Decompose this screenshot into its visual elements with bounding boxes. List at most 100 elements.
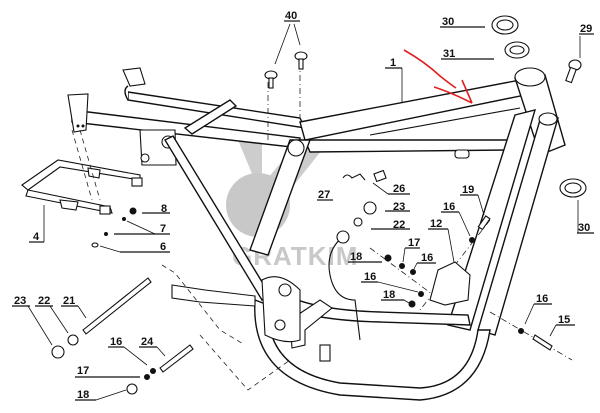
svg-text:18: 18 <box>383 289 395 301</box>
bracket-12 <box>429 261 471 306</box>
callout-40: 40 <box>274 10 301 65</box>
nut-18c <box>126 383 138 395</box>
svg-text:12: 12 <box>430 218 442 230</box>
callout-6: 6 <box>99 241 170 253</box>
lower-tab <box>319 344 331 362</box>
svg-text:40: 40 <box>285 10 297 22</box>
callout-26: 26 <box>372 182 410 195</box>
callout-27: 27 <box>317 189 333 201</box>
callout-1: 1 <box>385 57 403 103</box>
svg-text:26: 26 <box>393 183 405 195</box>
svg-text:16: 16 <box>443 201 455 213</box>
svg-text:1: 1 <box>390 57 396 69</box>
red-annotation-arrow <box>403 49 473 104</box>
red-arrow-shaft <box>403 49 457 89</box>
bolt-19 <box>477 215 491 231</box>
svg-text:16: 16 <box>536 293 548 305</box>
callout-18-a: 18 <box>348 251 382 263</box>
bolt-15 <box>532 334 553 351</box>
callout-23-upper: 23 <box>385 201 410 213</box>
callout-17-b: 17 <box>75 365 140 378</box>
callout-16-b: 16 <box>413 252 436 270</box>
svg-text:4: 4 <box>33 231 40 243</box>
seat-bracket-front <box>67 93 89 133</box>
callout-16-d: 16 <box>108 336 148 366</box>
svg-text:16: 16 <box>421 252 433 264</box>
callout-16-c: 16 <box>361 271 419 293</box>
svg-text:30: 30 <box>442 16 454 28</box>
callout-7: 7 <box>114 220 170 235</box>
steering-head-top <box>514 67 546 87</box>
seat-bracket-rear <box>122 67 146 87</box>
svg-text:30: 30 <box>578 222 590 234</box>
block-26 <box>373 169 387 183</box>
nut-23 <box>363 201 377 215</box>
lower-top-tube <box>303 139 511 153</box>
bracket-lower-bar <box>25 189 113 214</box>
svg-text:19: 19 <box>462 184 474 196</box>
brake-rod <box>328 234 361 341</box>
frame-main <box>67 67 566 401</box>
svg-text:16: 16 <box>110 336 122 348</box>
bracket-upper-bar <box>21 159 141 191</box>
rail-end-cap <box>124 85 129 101</box>
svg-text:17: 17 <box>77 365 89 377</box>
callout-16-e: 16 <box>524 293 552 325</box>
small-parts <box>51 15 587 395</box>
assembly-dashdot-3 <box>489 311 573 361</box>
callout-22-upper: 22 <box>371 219 410 231</box>
svg-text:18: 18 <box>350 251 362 263</box>
center-tube <box>249 139 312 256</box>
svg-text:21: 21 <box>63 295 75 307</box>
svg-text:23: 23 <box>393 201 405 213</box>
callout-12: 12 <box>428 218 455 263</box>
red-arrow-head <box>433 79 473 104</box>
callout-15: 15 <box>549 314 575 337</box>
svg-text:22: 22 <box>38 295 50 307</box>
callout-19: 19 <box>460 184 485 216</box>
svg-text:22: 22 <box>393 219 405 231</box>
svg-text:31: 31 <box>443 48 455 60</box>
callout-18-b: 18 <box>381 289 410 304</box>
callout-16-a: 16 <box>441 201 471 237</box>
clip-27 <box>342 173 366 181</box>
svg-text:27: 27 <box>318 189 330 201</box>
stud-21 <box>82 277 152 335</box>
svg-text:8: 8 <box>161 203 167 215</box>
callout-31: 31 <box>441 48 494 60</box>
top-tube <box>299 79 526 141</box>
svg-text:18: 18 <box>77 389 89 401</box>
assembly-dashdot-1 <box>369 247 441 301</box>
lower-cradle <box>254 299 491 401</box>
footrest-bracket-4 <box>21 129 143 215</box>
callouts: 40 30 31 29 1 30 27 26 23 22 19 16 12 17… <box>12 10 594 401</box>
tube-tab <box>454 149 470 159</box>
callout-8: 8 <box>142 203 170 215</box>
callout-29: 29 <box>579 23 594 58</box>
callout-22-lower: 22 <box>35 295 69 334</box>
nut-23b <box>51 345 65 359</box>
callout-17-a: 17 <box>402 237 420 263</box>
callout-24: 24 <box>139 336 166 357</box>
svg-text:15: 15 <box>558 314 570 326</box>
callout-21: 21 <box>61 295 87 319</box>
assembly-dash-1 <box>161 264 246 346</box>
callout-18-c: 18 <box>75 389 127 401</box>
assembly-dash-2 <box>199 334 291 391</box>
center-junction <box>287 139 305 157</box>
svg-text:7: 7 <box>160 223 166 235</box>
washer-22b <box>67 334 79 346</box>
svg-text:23: 23 <box>14 295 26 307</box>
callout-4: 4 <box>29 205 45 243</box>
callout-30-lower: 30 <box>577 200 594 234</box>
bolt-24 <box>159 344 194 373</box>
cross-brace <box>183 99 238 135</box>
callout-30-top: 30 <box>440 16 485 28</box>
gusset-line <box>369 107 521 136</box>
svg-text:24: 24 <box>141 336 154 348</box>
svg-text:29: 29 <box>580 23 592 35</box>
callout-23-lower: 23 <box>12 295 53 346</box>
svg-text:16: 16 <box>364 271 376 283</box>
washer-22 <box>353 217 363 227</box>
